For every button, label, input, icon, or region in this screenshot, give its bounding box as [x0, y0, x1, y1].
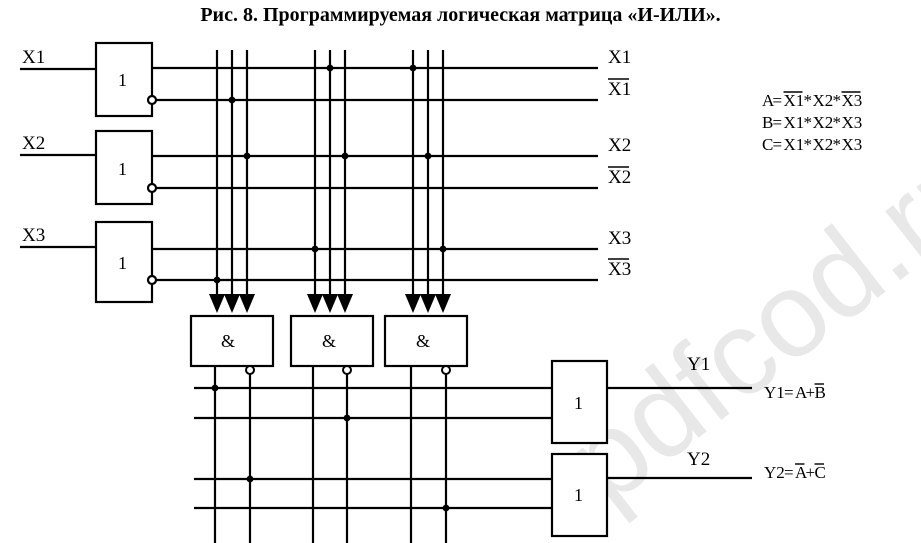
or-gate-y2 — [550, 452, 609, 538]
not-gate-3-symbol: 1 — [118, 253, 127, 273]
output-equation-lhs: Y1 — [764, 383, 785, 402]
equations-block: A=X1*X2*X3B=X1*X2*X3C=X1*X2*X3 — [762, 91, 862, 154]
or-gate-y1-symbol: 1 — [574, 393, 583, 413]
or-gate-y2-symbol: 1 — [574, 485, 583, 505]
and-gate-c — [383, 314, 469, 368]
rail-label-inverted: X2 — [608, 167, 631, 188]
input-x1-label: X1 — [22, 47, 45, 68]
not-gate-3 — [94, 220, 154, 304]
equation-term: X2 — [813, 135, 834, 154]
operator: * — [833, 91, 842, 110]
operator: * — [804, 91, 813, 110]
output-equation-term: B — [815, 383, 826, 402]
inversion-bubble — [146, 274, 158, 286]
operator: + — [806, 383, 816, 402]
input-x3-label: X3 — [22, 225, 45, 246]
rail-label: X1 — [608, 47, 631, 68]
equation-term: X1 — [784, 91, 805, 110]
not-gate-2 — [94, 129, 154, 206]
rail-label-inverted: X1 — [608, 79, 631, 100]
equation-lhs: C — [762, 135, 773, 154]
operator: * — [833, 135, 842, 154]
and-gate-b — [289, 314, 375, 368]
not-gate-2-symbol: 1 — [118, 159, 127, 179]
and-gate-c-symbol: & — [416, 331, 430, 351]
or-gate-y1 — [550, 359, 609, 445]
equation-term: X3 — [842, 113, 863, 132]
inversion-bubble — [146, 182, 158, 194]
equation-term: X2 — [813, 91, 834, 110]
rail-label: X3 — [608, 228, 631, 249]
inversion-bubble — [146, 94, 158, 106]
output-equation-term: A — [795, 383, 808, 402]
output-equation-lhs: Y2 — [764, 463, 785, 482]
operator: * — [833, 113, 842, 132]
output-equation-term: A — [795, 463, 808, 482]
equation-term: X1 — [784, 135, 805, 154]
output-equation-term: C — [815, 463, 826, 482]
equation-lhs: B — [762, 113, 773, 132]
watermark-text: pdfcod.ru 2011 — [541, 0, 921, 529]
equation-term: X3 — [842, 135, 863, 154]
equals-sign: = — [773, 113, 783, 132]
equals-sign: = — [784, 463, 794, 482]
and-gate-a — [189, 314, 275, 368]
not-gate-1-symbol: 1 — [118, 70, 127, 90]
operator: + — [806, 463, 816, 482]
and-gate-a-symbol: & — [221, 331, 235, 351]
operator: * — [804, 135, 813, 154]
not-gate-1 — [94, 41, 154, 118]
equation-term: X2 — [813, 113, 834, 132]
figure-title: Рис. 8. Программируемая логическая матри… — [200, 4, 721, 26]
equation-lhs: A — [762, 91, 775, 110]
rail-label-inverted: X3 — [608, 259, 631, 280]
equals-sign: = — [773, 91, 783, 110]
output-y1-label: Y1 — [687, 354, 710, 375]
watermark: pdfcod.ru 2011 — [541, 0, 921, 529]
equation-term: X1 — [784, 113, 805, 132]
equals-sign: = — [773, 135, 783, 154]
equation-term: X3 — [842, 91, 863, 110]
output-y2-label: Y2 — [687, 449, 710, 470]
rail-label: X2 — [608, 135, 631, 156]
operator: * — [804, 113, 813, 132]
output-equations-block: Y1=A+BY2=A+C — [764, 383, 826, 482]
input-x2-label: X2 — [22, 133, 45, 154]
and-gate-b-symbol: & — [322, 331, 336, 351]
equals-sign: = — [784, 383, 794, 402]
